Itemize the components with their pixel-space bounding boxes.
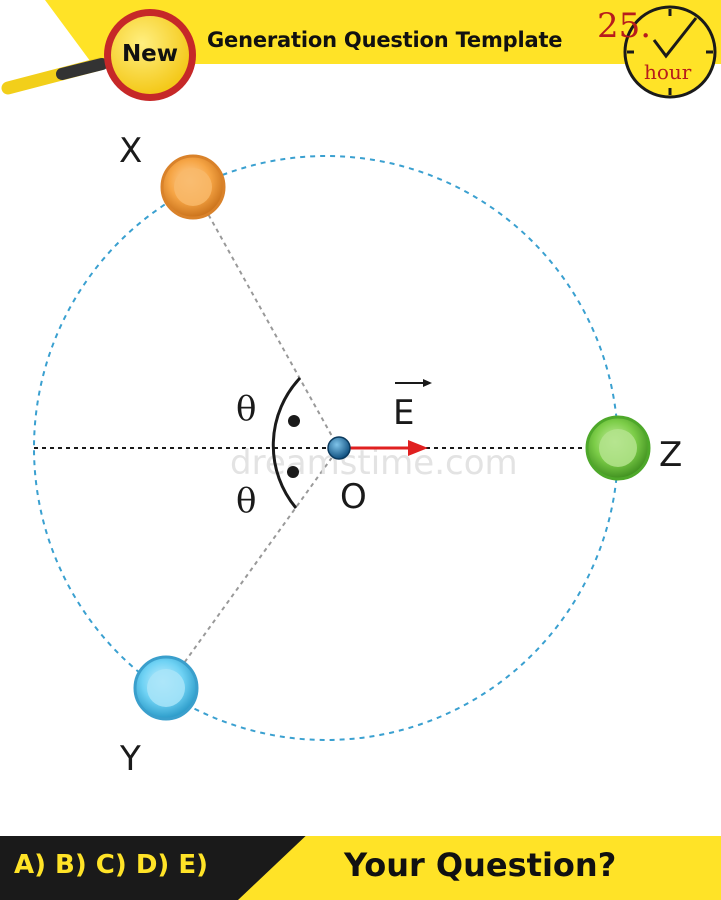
angle-arc (271, 376, 302, 509)
center-charge (327, 436, 351, 460)
charge-x-label: X (119, 131, 142, 171)
charge-y-highlight (147, 669, 185, 707)
field-vector-arrowhead (423, 379, 432, 387)
checkmark-icon (652, 17, 698, 59)
question-prompt: Your Question? (344, 846, 617, 884)
charge-z-highlight (599, 429, 637, 467)
hour-number: 25. (597, 6, 652, 46)
line-y-to-o (165, 448, 339, 689)
footer-question-band (238, 836, 721, 900)
charge-y-label: Y (119, 739, 141, 779)
new-badge-label: New (121, 41, 179, 67)
clock-icon (623, 5, 717, 99)
answer-options: A) B) C) D) E) (14, 850, 208, 880)
field-arrowhead (408, 440, 428, 456)
charge-z-label: Z (659, 435, 682, 475)
field-label: E (393, 393, 414, 433)
angle-dot-lower (287, 466, 299, 478)
line-x-to-o (192, 186, 339, 448)
page-title: Generation Question Template (207, 28, 563, 52)
center-label: O (340, 477, 367, 517)
electric-field-diagram: dreamstime.com θ θ E O X Y Z (33, 131, 682, 779)
magnifier-badge-icon (1, 9, 196, 101)
charge-x-highlight (174, 168, 212, 206)
angle-dot-upper (288, 415, 300, 427)
theta-lower: θ (236, 481, 256, 521)
hour-label: hour (644, 60, 692, 84)
theta-upper: θ (236, 389, 256, 429)
